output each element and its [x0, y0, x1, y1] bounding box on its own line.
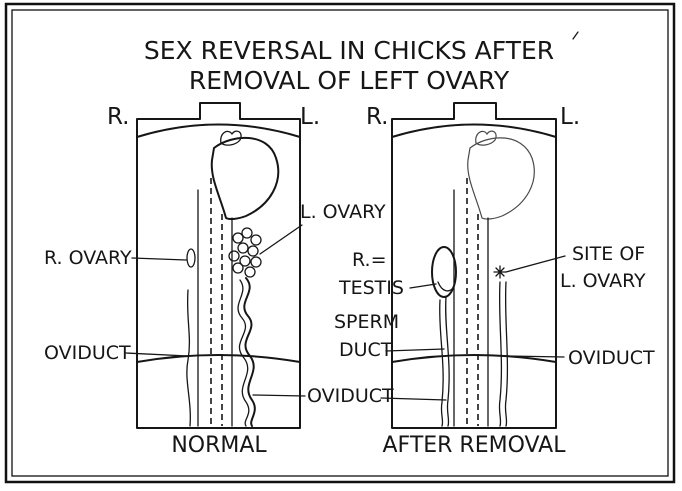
right-label-site-2: L. OVARY [560, 270, 646, 292]
left-r-oviduct [187, 290, 190, 426]
right-kidney-lobe [468, 138, 535, 219]
left-shoulder-arc [137, 125, 300, 138]
left-leader-oviduct [126, 353, 188, 356]
left-label-oviduct: OVIDUCT [44, 342, 131, 364]
left-kidney-lobe [212, 138, 279, 219]
title-line-2: REMOVAL OF LEFT OVARY [189, 66, 510, 95]
right-oviduct-line [499, 282, 501, 426]
right-label-r-testis-1: R.= [352, 249, 386, 271]
left-l-oviduct [244, 278, 255, 426]
right-side-l: L. [560, 104, 580, 130]
left-caption: NORMAL [171, 433, 267, 458]
left-label-oviduct-right: OVIDUCT [307, 385, 394, 407]
title-line-1: SEX REVERSAL IN CHICKS AFTER [144, 36, 554, 65]
right-sperm-duct-2 [440, 300, 443, 426]
left-side-r: R. [107, 104, 129, 130]
right-label-r-testis-2: TESTIS [338, 277, 404, 299]
right-shoulder-arc [392, 125, 556, 138]
right-label-oviduct: OVIDUCT [568, 347, 655, 369]
left-side-l: L. [300, 104, 320, 130]
left-label-l-ovary: L. OVARY [300, 201, 386, 223]
right-label-sperm-2: DUCT [339, 339, 393, 361]
right-oviduct-line-2 [505, 282, 507, 426]
left-label-r-ovary: R. OVARY [44, 247, 132, 269]
right-label-site-1: SITE OF [572, 243, 645, 265]
right-site-marker [494, 266, 506, 278]
right-leader-testis [410, 284, 436, 288]
left-lower-arc [137, 355, 300, 362]
stray-pen-mark [573, 32, 578, 39]
right-leader-sperm [386, 349, 444, 351]
right-testis-shade [438, 282, 454, 291]
left-body-frame [137, 103, 300, 428]
left-r-ovary-shape [187, 249, 195, 267]
left-leader-r-ovary [132, 258, 186, 260]
right-caption: AFTER REMOVAL [383, 433, 567, 458]
right-label-sperm-1: SPERM [334, 311, 399, 333]
left-leader-oviduct-right [253, 395, 305, 396]
right-side-r: R. [366, 104, 388, 130]
left-leader-l-ovary [260, 225, 302, 254]
right-sperm-duct [446, 297, 449, 426]
left-ovary-cluster [229, 228, 261, 277]
